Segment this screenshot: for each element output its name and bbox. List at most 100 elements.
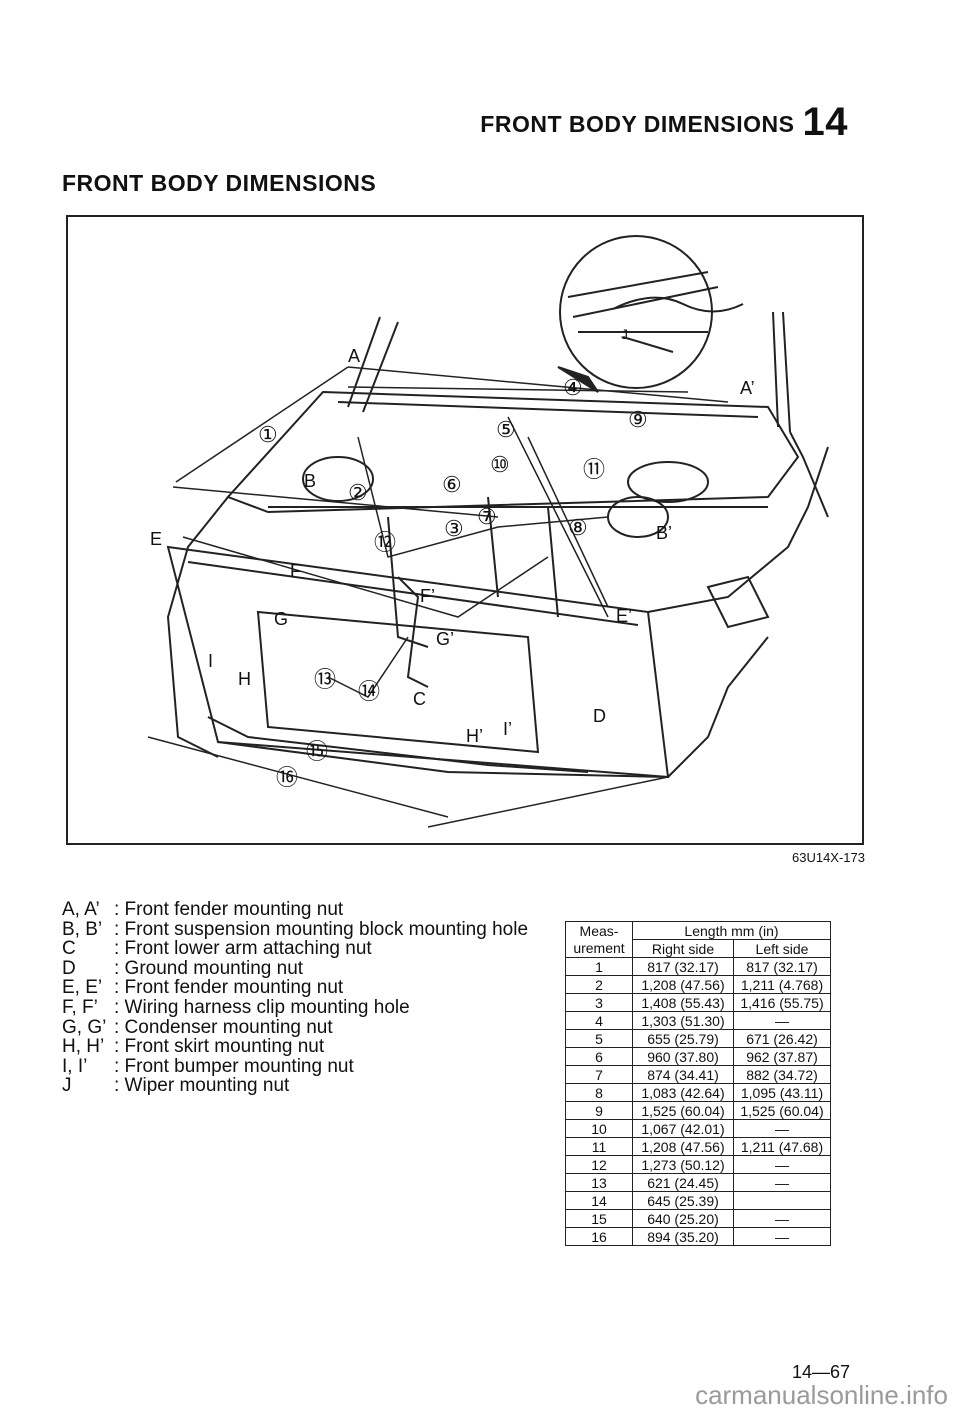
table-header-row: Meas- urement Length mm (in) [565, 921, 831, 958]
letter-g-prime: G’ [436, 629, 454, 649]
left-side-cell: — [733, 1173, 831, 1192]
body-diagram-drawing: A A’ B B’ C D E E’ F F’ G G’ H H’ I I’ J… [147, 235, 829, 828]
left-side-cell: 671 (26.42) [733, 1029, 831, 1048]
right-side-cell: 894 (35.20) [632, 1227, 734, 1246]
letter-f: F [290, 561, 301, 581]
left-side-cell: — [733, 1227, 831, 1246]
callout-1: ① [258, 422, 278, 447]
legend-desc: : Front skirt mounting nut [114, 1036, 325, 1058]
letter-h: H [238, 669, 251, 689]
measurement-cell: 1 [565, 957, 633, 976]
legend-key: B, B’ [62, 918, 103, 940]
callout-14: ⑭ [358, 679, 380, 704]
left-side-cell: — [733, 1155, 831, 1174]
right-side-cell: 655 (25.79) [632, 1029, 734, 1048]
letter-e-prime: E’ [616, 606, 632, 626]
table-subheader-row: Right side Left side [566, 939, 831, 958]
legend-key: C [62, 938, 76, 960]
legend-desc: : Wiring harness clip mounting hole [114, 996, 410, 1018]
measurement-cell: 8 [565, 1083, 633, 1102]
right-side-cell: 1,083 (42.64) [632, 1083, 734, 1102]
right-side-cell: 960 (37.80) [632, 1047, 734, 1066]
callout-13: ⑬ [314, 667, 336, 692]
measurement-cell: 5 [565, 1029, 633, 1048]
letter-i: I [208, 651, 213, 671]
letter-b: B [304, 471, 316, 491]
running-header-text: FRONT BODY DIMENSIONS [480, 111, 795, 137]
right-side-header: Right side [632, 939, 734, 958]
page-title: FRONT BODY DIMENSIONS [62, 170, 377, 196]
right-side-cell: 1,408 (55.43) [632, 993, 734, 1012]
callout-9: ⑨ [628, 407, 648, 432]
measurement-cell: 3 [565, 993, 633, 1012]
letter-a-prime: A’ [740, 378, 755, 398]
right-side-cell: 621 (24.45) [632, 1173, 734, 1192]
callout-7: ⑦ [477, 504, 497, 529]
legend-item: I, I’: Front bumper mounting nut [62, 1057, 528, 1077]
legend-item: H, H’ : Front skirt mounting nut [62, 1037, 528, 1057]
callout-3: ③ [444, 516, 464, 541]
left-side-cell: 882 (34.72) [733, 1065, 831, 1084]
letter-h-prime: H’ [466, 726, 483, 746]
legend-key: I, I’ [62, 1055, 88, 1077]
letter-j: J [621, 326, 628, 342]
legend-key: G, G’ [62, 1016, 107, 1038]
legend-desc: : Ground mounting nut [114, 957, 304, 979]
callout-2: ② [348, 480, 368, 505]
chapter-number: 14 [802, 100, 848, 144]
running-header: FRONT BODY DIMENSIONS 14 [480, 100, 848, 145]
callout-4: ④ [563, 375, 583, 400]
legend-key: D [62, 957, 76, 979]
measurement-cell: 14 [565, 1191, 633, 1210]
letter-f-prime: F’ [420, 586, 435, 606]
callout-12: ⑫ [374, 530, 396, 555]
legend-item: J: Wiper mounting nut [62, 1076, 528, 1096]
right-side-cell: 817 (32.17) [632, 957, 734, 976]
letter-c: C [413, 689, 426, 709]
right-side-cell: 1,303 (51.30) [632, 1011, 734, 1030]
callout-5: ⑤ [496, 417, 516, 442]
watermark: carmanualsonline.info [695, 1380, 948, 1410]
figure-code: 63U14X-173 [792, 850, 865, 865]
legend-key: H, H’ [62, 1036, 105, 1058]
measurement-header: Meas- urement [565, 921, 633, 958]
measurement-cell: 10 [565, 1119, 633, 1138]
callout-15: ⑮ [306, 739, 328, 764]
measurement-cell: 4 [565, 1011, 633, 1030]
legend-item: G, G’: Condenser mounting nut [62, 1016, 528, 1038]
page-number: 14—67 [791, 1362, 850, 1382]
callout-10: ⑩ [490, 452, 510, 477]
legend-key: J [62, 1075, 72, 1097]
legend-key: F, F’ [62, 996, 98, 1018]
callout-6: ⑥ [442, 472, 462, 497]
left-side-cell: 1,416 (55.75) [733, 993, 831, 1012]
legend-item: C: Front lower arm attaching nut [62, 939, 528, 959]
left-side-cell: — [733, 1209, 831, 1228]
body-diagram: A A’ B B’ C D E E’ F F’ G G’ H H’ I I’ J… [66, 215, 864, 845]
letter-g: G [274, 609, 288, 629]
right-side-cell: 874 (34.41) [632, 1065, 734, 1084]
legend-key: E, E’ [62, 977, 103, 999]
legend-item: F, F’ : Wiring harness clip mounting hole [62, 998, 528, 1018]
right-side-cell: 1,208 (47.56) [632, 975, 734, 994]
left-side-cell: 817 (32.17) [733, 957, 831, 976]
legend-item: B, B’: Front suspension mounting block m… [62, 918, 528, 940]
measurement-cell: 15 [565, 1209, 633, 1228]
left-side-cell: 962 (37.87) [733, 1047, 831, 1066]
left-side-cell: — [733, 1119, 831, 1138]
length-header: Length mm (in) [632, 921, 831, 940]
right-side-cell: 640 (25.20) [632, 1209, 734, 1228]
letter-a: A [348, 346, 360, 366]
left-side-cell: — [733, 1011, 831, 1030]
